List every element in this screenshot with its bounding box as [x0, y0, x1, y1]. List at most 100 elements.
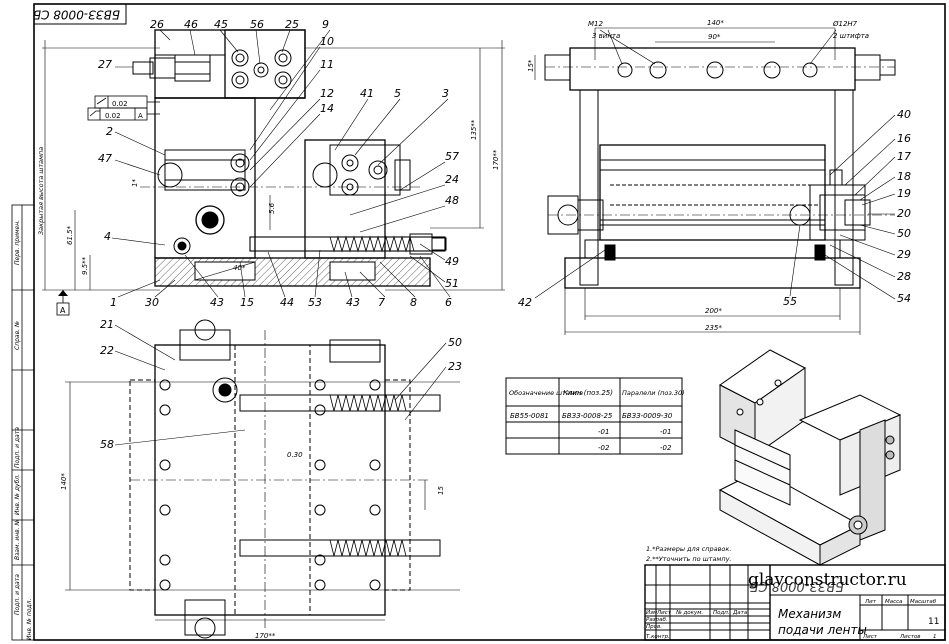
balloon-27: 27: [98, 58, 112, 71]
balloon-15: 15: [240, 296, 254, 309]
balloon-57: 57: [445, 150, 459, 163]
side-podp-data-1: Подп. и дата: [14, 427, 21, 468]
balloon-17: 17: [897, 150, 911, 163]
balloon-18: 18: [897, 170, 911, 183]
table-cell-r0c1: БВЗЗ-0008-25: [562, 412, 613, 420]
balloon-22: 22: [100, 344, 114, 357]
plan-view: [65, 319, 460, 639]
dim-zakr-label: Закрытая высота штампа: [37, 147, 45, 235]
tb-list: Лист: [656, 610, 672, 616]
balloon-26: 26: [150, 18, 164, 31]
tb-masshtab: Масштаб: [910, 599, 937, 605]
dim-1: 1*: [131, 179, 139, 187]
balloon-20: 20: [897, 207, 911, 220]
balloon-10: 10: [320, 35, 334, 48]
balloon-55: 55: [783, 295, 797, 308]
balloon-14: 14: [320, 102, 334, 115]
dim-140-top: 140*: [707, 19, 724, 27]
balloon-56: 56: [250, 18, 264, 31]
dim-135: 135**: [470, 119, 478, 140]
designation-bottom: БВЗЗ-0008 СБ: [750, 578, 844, 593]
balloon-45: 45: [214, 18, 228, 31]
watermark: glavconstructor.ru: [748, 570, 907, 590]
tb-date: Дата: [732, 610, 748, 616]
dim-235: 235*: [705, 324, 722, 332]
balloon-5: 5: [394, 87, 401, 100]
balloon-3: 3: [442, 87, 449, 100]
balloon-58: 58: [100, 438, 114, 451]
dim-15-top: 15*: [527, 59, 535, 72]
balloon-47: 47: [98, 152, 112, 165]
balloon-44: 44: [280, 296, 294, 309]
balloon-50-plan: 50: [448, 336, 462, 349]
sheet-number: 11: [928, 617, 939, 627]
dim-170-right: 170**: [492, 149, 500, 170]
balloon-9: 9: [322, 18, 329, 31]
side-inv-podl: Инв. № подл.: [26, 599, 33, 640]
dim-56: 5.6: [268, 202, 276, 214]
side-strip: [11, 204, 35, 641]
title-line-1: Механизм: [778, 607, 841, 621]
designation-rotated: БВЗЗ-0008 СБ: [33, 8, 120, 22]
balloon-30: 30: [145, 296, 159, 309]
tb-lit: Лит: [864, 599, 877, 605]
note-2: 2.**Уточнить по штампу.: [646, 555, 732, 563]
title-block: [644, 564, 946, 641]
tb-tkontr: Т.контр.: [646, 634, 670, 640]
side-sprav: Справ. №: [14, 321, 21, 350]
balloon-41: 41: [360, 87, 374, 100]
balloon-53: 53: [308, 296, 322, 309]
tol-datum: A: [138, 112, 143, 120]
title-line-2: подачи ленты: [778, 623, 867, 637]
dim-40: 40*: [233, 264, 246, 272]
balloon-21: 21: [100, 318, 114, 331]
side-perv-primen: Перв. примен.: [14, 220, 21, 265]
tb-listov-value: 1: [933, 634, 937, 640]
balloon-29: 29: [897, 248, 911, 261]
tb-sign: Подп.: [713, 610, 730, 616]
dim-200: 200*: [705, 307, 722, 315]
dim-d12-note: 2 штифта: [833, 32, 869, 40]
table-cell-r1c1: -01: [598, 428, 609, 436]
table-header-2: Паралели (поз.30): [622, 389, 685, 397]
side-podp-data-2: Подп. и дата: [14, 574, 21, 615]
dim-170-bottom: 170**: [255, 632, 276, 640]
tol-value-1: 0.02: [112, 100, 128, 108]
dim-95: 9.5**: [81, 256, 89, 275]
table-cell-r1c2: -01: [660, 428, 671, 436]
dim-140-left: 140*: [60, 473, 68, 490]
tb-doc: № докум.: [675, 610, 703, 616]
table-cell-r0c2: БВЗЗ-0009-30: [622, 412, 673, 420]
side-inv-dubl: Инв. № дубл.: [14, 474, 21, 515]
tb-listov: Листов: [899, 634, 921, 640]
datum-marker: A: [60, 306, 66, 315]
tolerance-frame: [87, 95, 160, 121]
balloon-11: 11: [320, 58, 334, 71]
balloon-1: 1: [110, 296, 117, 309]
balloon-54: 54: [897, 292, 911, 305]
dim-90: 90*: [708, 33, 721, 41]
tb-sheet: Лист: [862, 634, 878, 640]
balloon-8: 8: [410, 296, 417, 309]
balloon-12: 12: [320, 87, 334, 100]
balloon-7: 7: [378, 296, 385, 309]
balloon-19: 19: [897, 187, 911, 200]
note-1: 1.*Размеры для справок.: [646, 545, 731, 553]
side-vzam-inv: Взам. инв. №: [14, 519, 21, 560]
balloon-40: 40: [897, 108, 911, 121]
side-view: [534, 27, 896, 335]
balloon-2: 2: [106, 125, 113, 138]
dim-m12: M12: [588, 20, 603, 28]
balloon-42: 42: [518, 296, 532, 309]
balloon-43-left: 43: [210, 296, 224, 309]
balloon-51: 51: [445, 277, 459, 290]
balloon-43-right: 43: [346, 296, 360, 309]
variants-table: [505, 377, 683, 455]
front-view: [42, 29, 447, 291]
front-balloons: 26 46 45 56 25 9 10 11 12 14 41 5 3 57 2…: [98, 18, 459, 309]
balloon-28: 28: [897, 270, 911, 283]
tb-razrab: Разраб.: [646, 617, 668, 623]
dim-615: 61.5*: [66, 225, 74, 245]
table-cell-r0c0: БВ55-0081: [510, 412, 549, 420]
isometric-view: [718, 349, 902, 566]
